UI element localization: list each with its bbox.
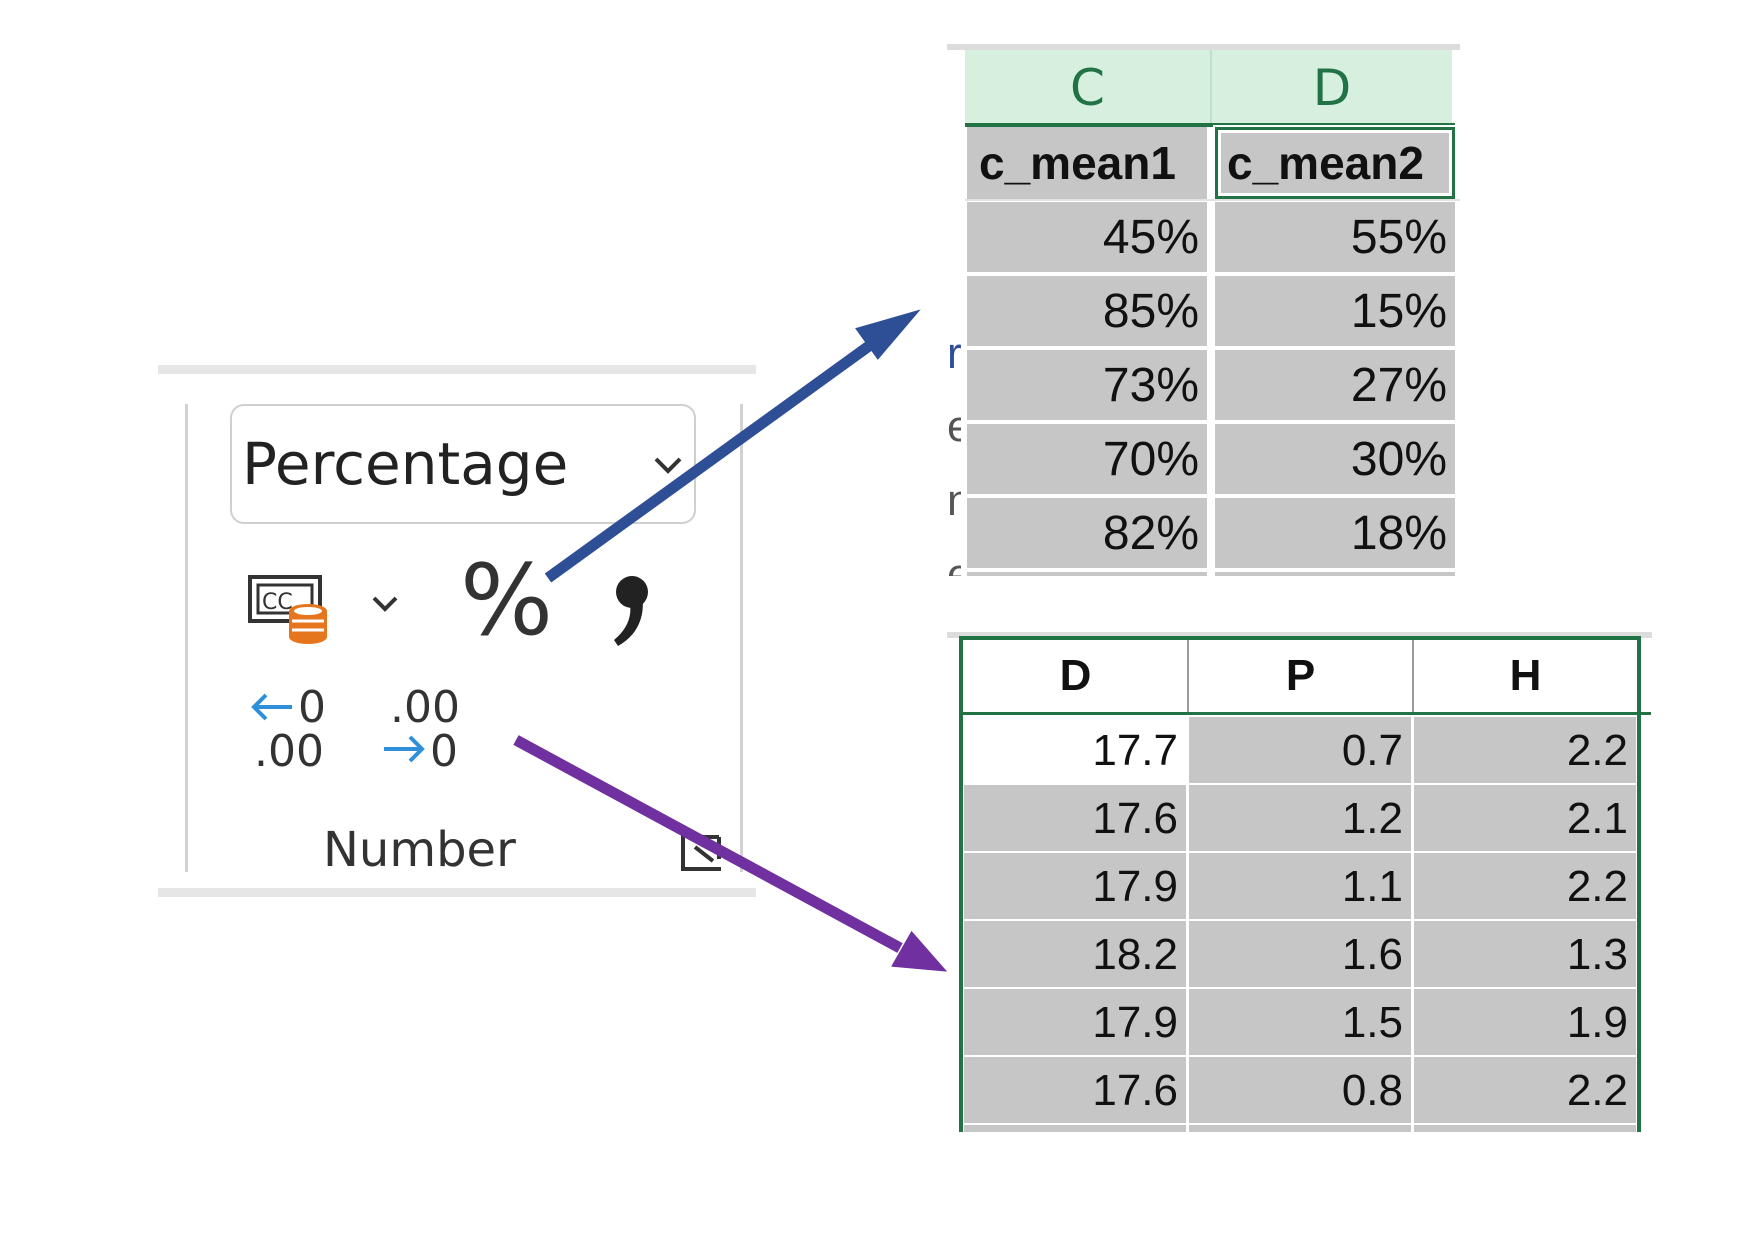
svg-text:CC: CC [262,590,293,615]
cell[interactable]: 30% [1215,424,1455,494]
percent-sheet: C D c_mean1 c_mean2 45% 55% 85% 15% 73% … [947,44,1460,576]
table-row: 18.2 1.6 1.3 [964,921,1638,989]
header-row: c_mean1 c_mean2 [965,125,1460,201]
table-row: 85% 15% [965,276,1460,350]
cell[interactable]: 1.9 [1414,989,1636,1055]
group-label: Number [323,822,516,878]
header-divider [959,712,1651,715]
sheet-top-border [947,44,1460,50]
percent-style-button[interactable]: % [460,544,553,658]
comma-style-icon [606,576,662,660]
header-cell[interactable]: P [1189,640,1414,712]
cell[interactable]: 2.2 [1414,1057,1636,1123]
cell[interactable]: 18% [1215,498,1455,568]
column-header-d[interactable]: D [1212,50,1452,127]
table-row: 70% 30% [965,424,1460,498]
cell[interactable]: 1.3 [1414,921,1636,987]
decrease-decimal-top: .00 [390,682,460,733]
table-row: 17.9 1.1 2.2 [964,853,1638,921]
ribbon-number-group: Percentage CC % [158,365,756,897]
chevron-down-icon[interactable] [652,454,684,481]
cell[interactable]: 85% [967,276,1207,346]
active-header-cell[interactable]: c_mean2 [1213,125,1457,201]
table-row-partial [965,572,1460,576]
cell[interactable]: 18.2 [964,921,1186,987]
increase-decimal-top: 0 [298,682,326,733]
accounting-format-button[interactable]: CC [248,569,338,649]
clipped-cell-text: r [947,329,961,378]
cell[interactable]: 17.6 [964,1057,1186,1123]
sheet-top-border [947,632,1652,638]
cell[interactable] [1189,1125,1411,1132]
cell[interactable] [967,572,1207,576]
increase-decimal-bottom: .00 [254,726,324,777]
cell[interactable]: 17.9 [964,853,1186,919]
clipped-cell-text: e [947,402,961,451]
table-row: 17.6 1.2 2.1 [964,785,1638,853]
decrease-decimal-bottom: 0 [430,726,458,777]
cell[interactable]: 1.5 [1189,989,1411,1055]
cell[interactable]: 17.6 [964,785,1186,851]
column-header-c[interactable]: C [965,50,1212,127]
cell[interactable]: 82% [967,498,1207,568]
clipped-cell-text: e [947,550,961,576]
table-row: 17.7 0.7 2.2 [964,717,1638,785]
accounting-format-icon: CC [248,575,338,653]
cell[interactable] [964,1125,1186,1132]
cell[interactable]: 17.9 [964,989,1186,1055]
cell[interactable]: 73% [967,350,1207,420]
cell[interactable]: 1.1 [1189,853,1411,919]
header-cell[interactable]: c_mean1 [967,127,1207,199]
cell[interactable]: 0.7 [1189,717,1411,783]
cell[interactable] [1414,1125,1636,1132]
clipped-cell-text: n [947,476,961,525]
cell[interactable] [1215,572,1455,576]
dialog-launcher-icon [679,833,725,877]
cell[interactable]: 27% [1215,350,1455,420]
cell[interactable]: 2.1 [1414,785,1636,851]
cell[interactable]: 2.2 [1414,853,1636,919]
group-divider [185,404,188,872]
percent-style-icon: % [460,544,554,658]
row-divider [965,199,1460,201]
table-row: 82% 18% [965,498,1460,572]
cell[interactable]: 70% [967,424,1207,494]
selection-border [965,123,1455,127]
cell[interactable]: 15% [1215,276,1455,346]
dialog-launcher-button[interactable] [679,829,725,873]
table-row: 45% 55% [965,202,1460,276]
cell[interactable]: 0.8 [1189,1057,1411,1123]
decrease-decimal-button[interactable]: .00 0 [380,684,480,779]
cell[interactable]: 2.2 [1414,717,1636,783]
group-divider [740,404,743,872]
table-row: 17.6 0.8 2.2 [964,1057,1638,1125]
number-format-dropdown[interactable]: Percentage [230,404,696,524]
table-row: 17.9 1.5 1.9 [964,989,1638,1057]
cell[interactable]: 45% [967,202,1207,272]
accounting-dropdown-chevron-icon[interactable] [370,594,400,619]
table-row: 73% 27% [965,350,1460,424]
cell[interactable]: 1.6 [1189,921,1411,987]
number-format-value: Percentage [242,430,569,498]
selection-border [959,636,1641,1132]
increase-decimal-button[interactable]: 0 .00 [248,684,348,779]
cell[interactable]: 1.2 [1189,785,1411,851]
comma-style-button[interactable] [606,566,662,656]
active-cell[interactable]: 17.7 [964,717,1186,783]
table-row-partial [964,1125,1638,1132]
decimal-sheet: D P H 17.7 0.7 2.2 17.6 1.2 2.1 17.9 1.1… [947,632,1652,1132]
header-cell[interactable]: D [964,640,1189,712]
cell[interactable]: 55% [1215,202,1455,272]
